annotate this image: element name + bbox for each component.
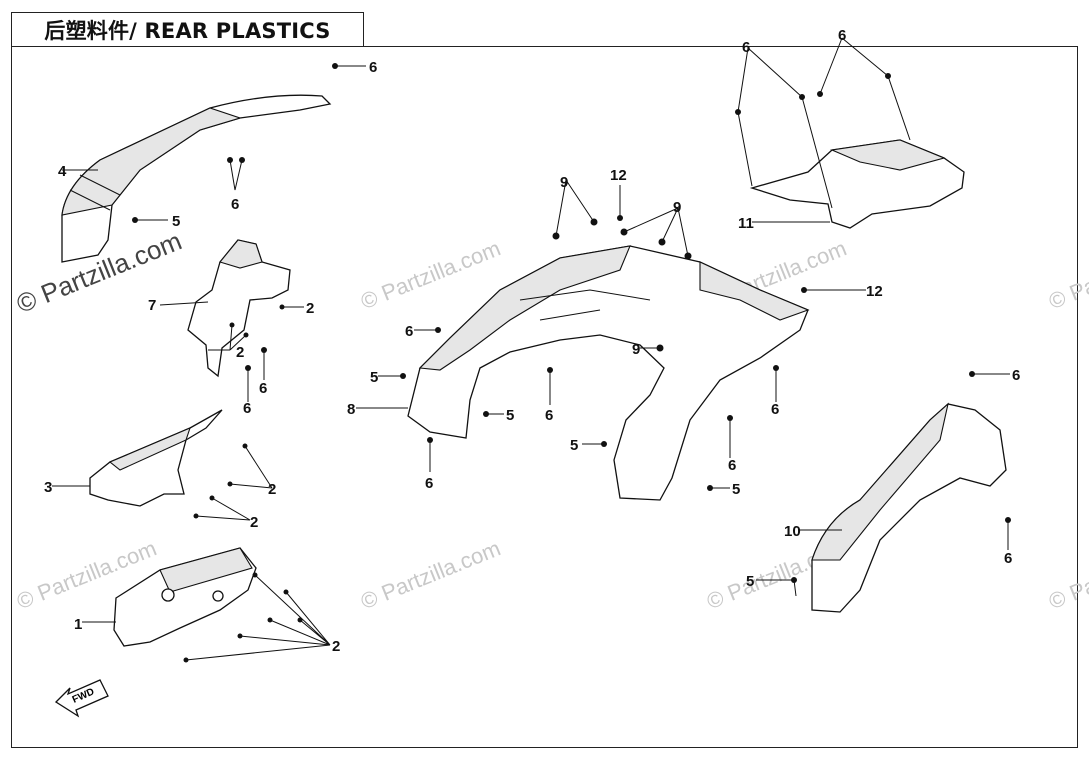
callout: 6 — [243, 400, 251, 417]
callout: 12 — [866, 283, 883, 300]
callout: 9 — [632, 341, 640, 358]
callout: 6 — [771, 401, 779, 418]
callout: 6 — [1004, 550, 1012, 567]
part-7-bracket — [187, 239, 291, 378]
page-title-text: 后塑料件/ REAR PLASTICS — [44, 18, 331, 43]
callout: 5 — [506, 407, 514, 424]
callout: 6 — [1012, 367, 1020, 384]
part-11-tray — [749, 139, 965, 229]
callout: 6 — [231, 196, 239, 213]
part-8-main-fender — [407, 245, 810, 501]
callout: 5 — [570, 437, 578, 454]
callout: 2 — [250, 514, 258, 531]
callout: 6 — [369, 59, 377, 76]
callout: 2 — [268, 481, 276, 498]
callout: 1 — [74, 616, 82, 633]
callout: 6 — [405, 323, 413, 340]
callout: 9 — [560, 174, 568, 191]
callout: 6 — [425, 475, 433, 492]
part-3-bracket — [89, 409, 223, 507]
callout: 5 — [746, 573, 754, 590]
callout: 12 — [610, 167, 627, 184]
leader-lines — [52, 37, 1010, 661]
callout: 2 — [306, 300, 314, 317]
callout: 6 — [259, 380, 267, 397]
callout: 5 — [172, 213, 180, 230]
part-4-fender-cover — [61, 94, 332, 263]
callout: 2 — [236, 344, 244, 361]
callout-labels: 6 4 6 5 7 2 2 6 6 3 2 2 1 2 6 6 11 9 12 … — [44, 27, 1020, 655]
callout: 6 — [742, 39, 750, 56]
diagram-frame — [11, 46, 1078, 748]
callout: 6 — [545, 407, 553, 424]
part-10-mudguard — [811, 402, 1007, 613]
callout: 11 — [738, 215, 754, 232]
callout: 6 — [838, 27, 846, 44]
callout: 10 — [784, 523, 801, 540]
callout: 2 — [332, 638, 340, 655]
callout: 4 — [58, 163, 67, 180]
callout: 9 — [673, 199, 681, 216]
fasteners — [132, 63, 1011, 663]
callout: 7 — [148, 297, 156, 314]
fwd-arrow: FWD — [54, 679, 109, 718]
page-title: 后塑料件/ REAR PLASTICS — [11, 12, 364, 47]
part-1-bracket — [113, 547, 257, 647]
callout: 6 — [728, 457, 736, 474]
callout: 8 — [347, 401, 355, 418]
callout: 5 — [732, 481, 740, 498]
callout: 5 — [370, 369, 378, 386]
callout: 3 — [44, 479, 52, 496]
